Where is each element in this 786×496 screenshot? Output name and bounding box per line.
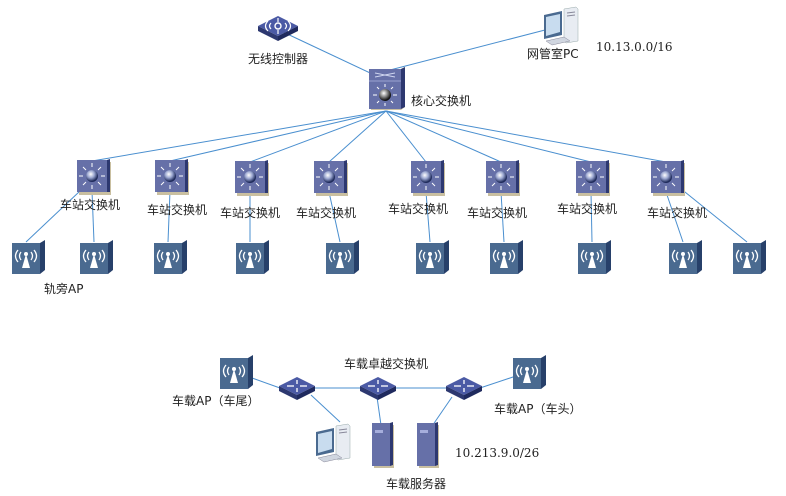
station-switch-label: 车站交换机 <box>467 206 528 220</box>
onboard-switch-icon[interactable] <box>444 375 484 401</box>
workstation-icon[interactable] <box>540 5 582 47</box>
onboard-ap-tail-icon[interactable] <box>220 355 254 389</box>
link-core-station <box>328 110 387 163</box>
link-station-ap <box>25 190 81 243</box>
link-switch-pc <box>310 394 341 423</box>
link-core-station <box>385 110 667 163</box>
onboard-ap-head-icon[interactable] <box>513 355 547 389</box>
trackside-ap-icon[interactable] <box>733 240 767 274</box>
link-station-ap <box>328 191 341 243</box>
station-switch-label: 车站交换机 <box>296 206 357 220</box>
link-ap-tail-switch <box>251 377 281 389</box>
station-switch-icon[interactable] <box>410 160 446 196</box>
station-switch-label: 车站交换机 <box>388 202 449 216</box>
station-switch-icon[interactable] <box>313 160 349 196</box>
link-switch-ap-head <box>479 375 517 389</box>
station-switch-label: 车站交换机 <box>557 202 618 216</box>
core-switch-icon[interactable] <box>367 67 407 111</box>
link-core-station <box>249 110 387 163</box>
trackside-ap-icon[interactable] <box>154 240 188 274</box>
onboard-server-icon[interactable] <box>416 422 440 468</box>
trackside-ap-icon[interactable] <box>80 240 114 274</box>
link-core-station <box>91 110 387 162</box>
trackside-ap-icon[interactable] <box>669 240 703 274</box>
onboard-ap-tail-label: 车载AP（车尾） <box>172 394 260 408</box>
station-switch-label: 车站交换机 <box>647 206 708 220</box>
nms-pc-label: 网管室PC <box>527 47 579 61</box>
link-core-station <box>385 110 592 163</box>
core-switch-label: 核心交换机 <box>411 94 472 108</box>
trackside-ap-icon[interactable] <box>416 240 450 274</box>
trackside-ap-label: 轨旁AP <box>44 282 84 296</box>
wireless-controller-label: 无线控制器 <box>248 52 309 66</box>
nms-subnet-label: 10.13.0.0/16 <box>596 40 673 54</box>
trackside-ap-icon[interactable] <box>326 240 360 274</box>
station-switch-icon[interactable] <box>76 159 112 195</box>
onboard-switch-icon[interactable] <box>277 375 317 401</box>
onboard-ap-head-label: 车载AP（车头） <box>494 402 582 416</box>
onboard-server-label: 车载服务器 <box>386 477 447 491</box>
station-switch-icon[interactable] <box>575 160 611 196</box>
station-switch-label: 车站交换机 <box>220 206 281 220</box>
onboard-subnet-label: 10.213.9.0/26 <box>455 446 540 460</box>
trackside-ap-icon[interactable] <box>12 240 46 274</box>
link-core-station <box>385 110 502 163</box>
onboard-pc-icon[interactable] <box>312 420 356 464</box>
link-controller-core <box>282 31 386 81</box>
onboard-switch-icon[interactable] <box>358 375 398 401</box>
link-station-ap <box>500 191 505 243</box>
station-switch-icon[interactable] <box>650 160 686 196</box>
link-station-ap <box>91 190 95 243</box>
link-core-station <box>385 110 427 163</box>
onboard-switch-label: 车载卓越交换机 <box>344 357 429 371</box>
link-station-ap <box>679 187 748 243</box>
link-core-station <box>169 110 387 162</box>
link-station-ap <box>425 191 431 243</box>
station-switch-icon[interactable] <box>485 160 521 196</box>
station-switch-icon[interactable] <box>154 159 190 195</box>
onboard-server-icon[interactable] <box>371 422 395 468</box>
station-switch-label: 车站交换机 <box>60 198 121 212</box>
trackside-ap-icon[interactable] <box>578 240 612 274</box>
station-switch-icon[interactable] <box>234 160 270 196</box>
link-station-ap <box>167 190 171 243</box>
link-station-ap <box>590 191 593 243</box>
trackside-ap-icon[interactable] <box>490 240 524 274</box>
station-switch-label: 车站交换机 <box>147 203 208 217</box>
wireless-controller-icon[interactable] <box>256 12 300 42</box>
trackside-ap-icon[interactable] <box>236 240 270 274</box>
link-station-ap <box>665 191 684 243</box>
link-pc-core <box>389 29 546 71</box>
